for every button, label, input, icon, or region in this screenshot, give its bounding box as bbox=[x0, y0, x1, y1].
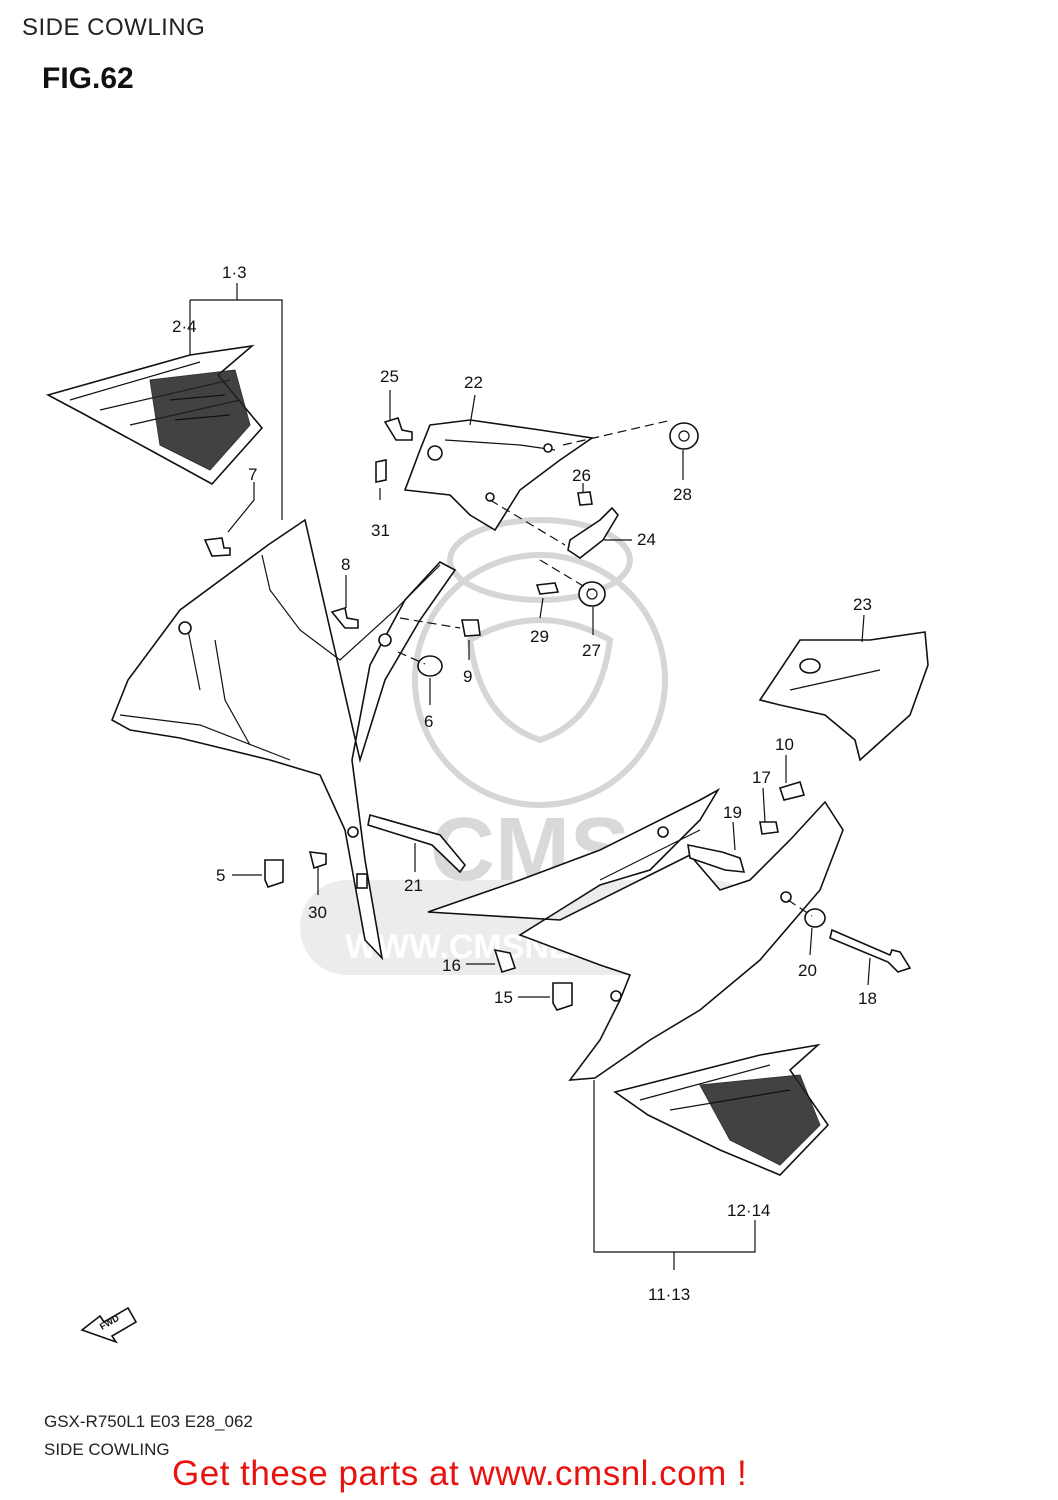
callout-11-13: 11·13 bbox=[648, 1285, 690, 1304]
callout-21: 21 bbox=[404, 876, 423, 895]
figure-label: FIG.62 bbox=[42, 62, 134, 95]
lower-decal-part bbox=[613, 1043, 830, 1176]
callout-29: 29 bbox=[530, 627, 549, 646]
callout-6: 6 bbox=[424, 712, 433, 731]
leader-lines bbox=[189, 283, 871, 1270]
page-header-title: SIDE COWLING bbox=[22, 14, 206, 41]
callout-25: 25 bbox=[380, 367, 399, 386]
hardware-parts bbox=[203, 417, 912, 1011]
callout-15: 15 bbox=[494, 988, 513, 1007]
upper-decal-part bbox=[45, 344, 264, 486]
callout-18: 18 bbox=[858, 989, 877, 1008]
brace-part bbox=[367, 813, 467, 874]
callout-labels: 1·3 2·4 7 8 25 22 31 26 28 24 29 27 9 6 … bbox=[172, 263, 877, 1304]
callout-22: 22 bbox=[464, 373, 483, 392]
fwd-arrow-icon: FWD bbox=[80, 1306, 138, 1344]
model-code: GSX-R750L1 E03 E28_062 bbox=[44, 1412, 253, 1431]
callout-19: 19 bbox=[723, 803, 742, 822]
callout-17: 17 bbox=[752, 768, 771, 787]
lower-cowling-part bbox=[427, 787, 844, 1081]
callout-27: 27 bbox=[582, 641, 601, 660]
promo-link[interactable]: Get these parts at www.cmsnl.com ! bbox=[172, 1454, 748, 1493]
callout-30: 30 bbox=[308, 903, 327, 922]
callout-7: 7 bbox=[248, 465, 257, 484]
callout-8: 8 bbox=[341, 555, 350, 574]
callout-20: 20 bbox=[798, 961, 817, 980]
callout-26: 26 bbox=[572, 466, 591, 485]
callout-16: 16 bbox=[442, 956, 461, 975]
callout-5: 5 bbox=[216, 866, 225, 885]
main-cowling-part bbox=[110, 518, 457, 961]
callout-23: 23 bbox=[853, 595, 872, 614]
callout-9: 9 bbox=[463, 667, 472, 686]
callout-10: 10 bbox=[775, 735, 794, 754]
callout-12-14: 12·14 bbox=[727, 1201, 770, 1220]
callout-24: 24 bbox=[637, 530, 656, 549]
footer-subtitle: SIDE COWLING bbox=[44, 1440, 170, 1459]
callout-2-4: 2·4 bbox=[172, 317, 197, 336]
side-panel-part bbox=[758, 631, 929, 762]
callout-1-3: 1·3 bbox=[222, 263, 247, 282]
inner-panel-part bbox=[403, 419, 595, 532]
callout-28: 28 bbox=[673, 485, 692, 504]
callout-31: 31 bbox=[371, 521, 390, 540]
